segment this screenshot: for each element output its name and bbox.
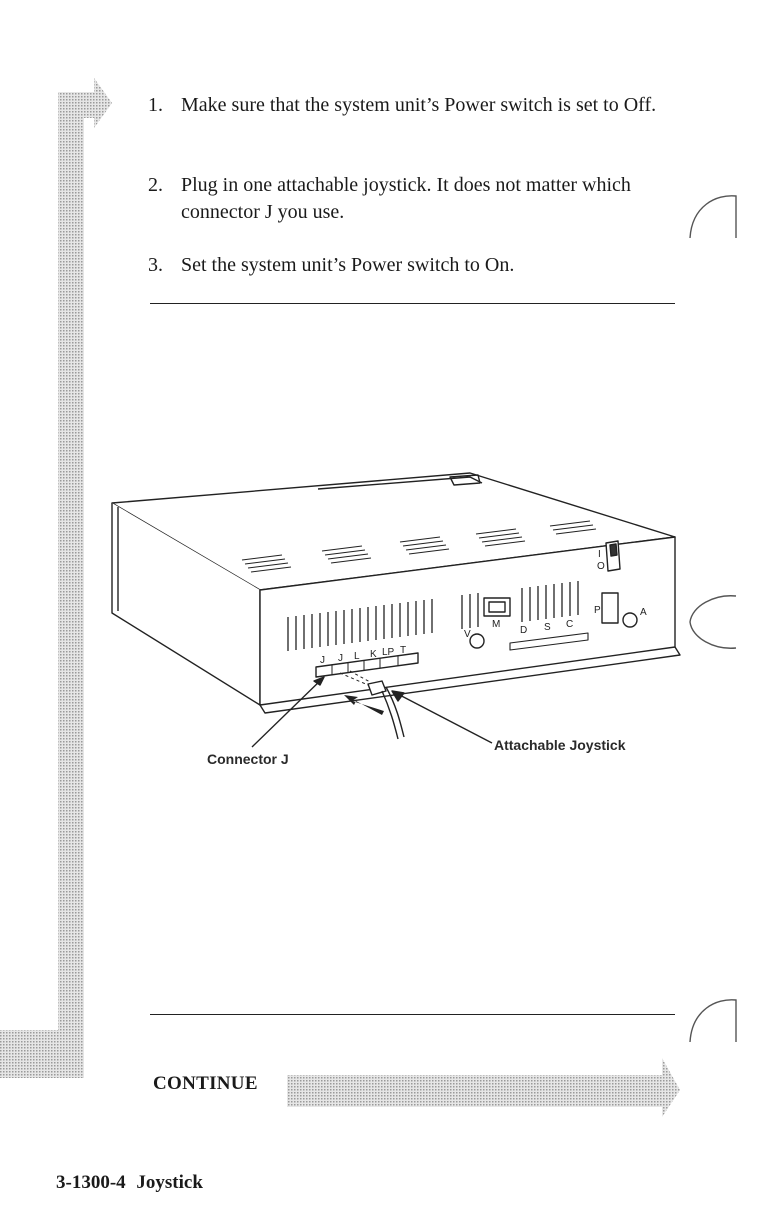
port-letter: LP	[382, 647, 395, 658]
port-letter: L	[354, 651, 360, 662]
panel-letter-c: C	[566, 619, 573, 630]
system-unit-rear-diagram: J J L K LP T V M D S C P A I O	[100, 465, 720, 775]
divider-top	[150, 303, 675, 304]
panel-letter-a: A	[640, 607, 647, 618]
page-number: 3-1300-4	[56, 1172, 126, 1193]
continue-arrow	[287, 1058, 680, 1117]
insert-arrow	[344, 695, 384, 715]
step-number: 1.	[148, 92, 163, 119]
panel-letter-p: P	[594, 605, 601, 616]
port-letter: K	[370, 649, 377, 660]
step-number: 3.	[148, 252, 163, 279]
panel-letter-d: D	[520, 625, 527, 636]
port-letter: T	[400, 645, 406, 656]
panel-letter-s: S	[544, 622, 551, 633]
step-text: Set the system unit’s Power switch to On…	[181, 252, 691, 279]
panel-letter-m: M	[492, 619, 500, 630]
flow-bar-trunk	[0, 92, 84, 1078]
panel-letter-v: V	[464, 629, 471, 640]
step-number: 2.	[148, 172, 163, 199]
panel-letter-i: I	[598, 549, 601, 560]
callout-connector-j: Connector J	[207, 751, 289, 767]
page-footer: 3-1300-4 Joystick	[56, 1172, 203, 1194]
callout-attachable-joystick: Attachable Joystick	[494, 737, 626, 753]
continue-label: CONTINUE	[153, 1073, 258, 1095]
leader-joystick	[392, 691, 492, 743]
divider-bottom	[150, 1014, 675, 1015]
step-text: Plug in one attachable joystick. It does…	[181, 172, 691, 226]
section-name: Joystick	[136, 1172, 203, 1193]
edge-tab-top	[686, 190, 738, 242]
edge-tab-bottom	[686, 994, 738, 1046]
step-text: Make sure that the system unit’s Power s…	[181, 92, 691, 119]
port-letter: J	[338, 653, 343, 664]
flow-bar-arrowhead	[58, 78, 112, 132]
panel-letter-o: O	[597, 561, 605, 572]
port-letter: J	[320, 655, 325, 666]
